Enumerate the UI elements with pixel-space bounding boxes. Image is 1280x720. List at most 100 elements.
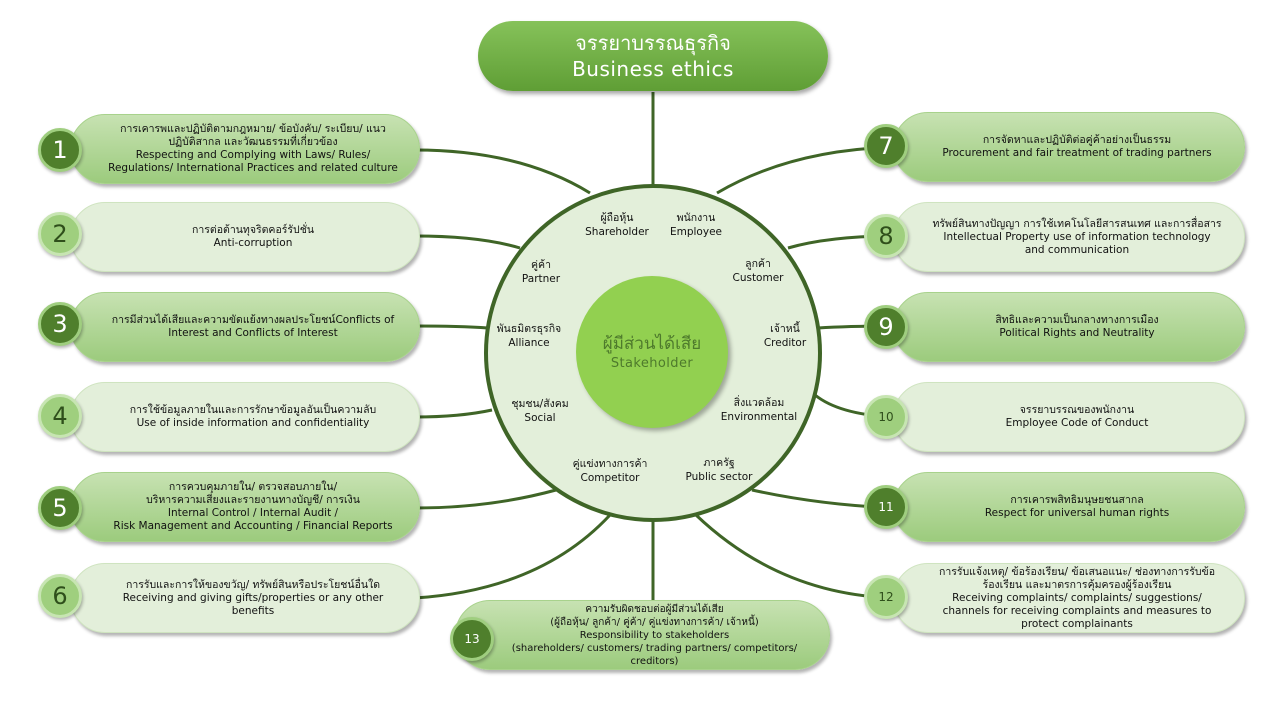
item-line: การจัดหาและปฏิบัติต่อคู่ค้าอย่างเป็นธรรม	[982, 134, 1172, 146]
ethics-item-2: การต่อต้านทุจริตคอร์รัปชั่น Anti-corrupt…	[70, 202, 420, 272]
stakeholder-environmental: สิ่งแวดล้อม Environmental	[704, 396, 814, 424]
item-line: Risk Management and Accounting / Financi…	[113, 520, 393, 532]
item-line: Internal Control / Internal Audit /	[167, 507, 339, 519]
stakeholder-thai: เจ้าหนี้	[770, 323, 800, 335]
item-line: Receiving complaints/ complaints/ sugges…	[952, 591, 1202, 604]
stakeholder-competitor: คู่แข่งทางการค้า Competitor	[555, 457, 665, 485]
ethics-item-9: สิทธิและความเป็นกลางทางการเมือง Politica…	[893, 292, 1245, 362]
connector-12	[694, 513, 896, 600]
item-number-badge: 9	[864, 305, 908, 349]
stakeholder-thai: คู่ค้า	[531, 259, 551, 271]
stakeholder-thai: ผู้ถือหุ้น	[600, 212, 634, 224]
center-english: Stakeholder	[610, 355, 694, 371]
stakeholder-english: Partner	[521, 273, 561, 285]
ethics-item-4: การใช้ข้อมูลภายในและการรักษาข้อมูลอันเป็…	[70, 382, 420, 452]
connector-1	[414, 148, 591, 195]
stakeholder-thai: คู่แข่งทางการค้า	[572, 458, 648, 470]
center-thai: ผู้มีส่วนได้เสีย	[602, 333, 702, 354]
stakeholder-creditor: เจ้าหนี้ Creditor	[730, 322, 840, 350]
item-number-badge: 12	[864, 575, 908, 619]
item-line: ปฏิบัติสากล และวัฒนธรรมที่เกี่ยวข้อง	[168, 136, 338, 148]
item-line: Responsibility to stakeholders	[579, 629, 730, 641]
stakeholder-public-sector: ภาครัฐ Public sector	[664, 456, 774, 484]
item-number-badge: 2	[38, 212, 82, 256]
item-line: การรับแจ้งเหตุ/ ข้อร้องเรียน/ ข้อเสนอแนะ…	[938, 565, 1216, 578]
item-line: Employee Code of Conduct	[1005, 417, 1149, 429]
item-line: การเคารพสิทธิมนุษยชนสากล	[1010, 494, 1144, 506]
item-line: สิทธิและความเป็นกลางทางการเมือง	[995, 314, 1159, 326]
item-line: การมีส่วนได้เสียและความขัดแย้งทางผลประโย…	[111, 314, 395, 326]
stakeholder-employee: พนักงาน Employee	[641, 211, 751, 239]
item-line: Receiving and giving gifts/properties or…	[122, 591, 384, 604]
item-line: benefits	[231, 604, 275, 617]
stakeholder-thai: สิ่งแวดล้อม	[733, 397, 785, 409]
item-number-badge: 4	[38, 394, 82, 438]
connector-6	[414, 513, 612, 600]
item-line: การควบคุมภายใน/ ตรวจสอบภายใน/	[168, 481, 338, 493]
title-thai: จรรยาบรรณธุรกิจ	[575, 31, 731, 55]
item-number-badge: 3	[38, 302, 82, 346]
stakeholder-center: ผู้มีส่วนได้เสีย Stakeholder	[576, 276, 728, 428]
stakeholder-alliance: พันธมิตรธุรกิจ Alliance	[474, 322, 584, 350]
item-line: creditors)	[630, 655, 679, 667]
item-line: การเคารพและปฏิบัติตามกฎหมาย/ ข้อบังคับ/ …	[120, 123, 386, 135]
stakeholder-english: Customer	[732, 272, 784, 284]
item-line: การใช้ข้อมูลภายในและการรักษาข้อมูลอันเป็…	[129, 404, 377, 416]
item-line: การต่อต้านทุจริตคอร์รัปชั่น	[191, 224, 315, 236]
stakeholder-english: Alliance	[508, 337, 550, 349]
item-line: ความรับผิดชอบต่อผู้มีส่วนได้เสีย	[585, 603, 724, 615]
connector-2	[414, 234, 521, 250]
item-line: Political Rights and Neutrality	[999, 327, 1155, 339]
ethics-item-5: การควบคุมภายใน/ ตรวจสอบภายใน/ บริหารความ…	[70, 472, 420, 542]
item-line: and communication	[1024, 243, 1130, 256]
item-line: Use of inside information and confidenti…	[136, 417, 370, 429]
connector-5	[414, 488, 557, 510]
item-line: Regulations/ International Practices and…	[108, 162, 398, 174]
stakeholder-english: Creditor	[763, 337, 807, 349]
connector-3	[414, 324, 489, 330]
item-line: จรรยาบรรณของพนักงาน	[1019, 404, 1135, 416]
ethics-item-8: ทรัพย์สินทางปัญญา การใช้เทคโนโลยีสารสนเท…	[893, 202, 1245, 272]
item-line: ทรัพย์สินทางปัญญา การใช้เทคโนโลยีสารสนเท…	[932, 217, 1222, 230]
item-number-badge: 10	[864, 395, 908, 439]
ethics-item-3: การมีส่วนได้เสียและความขัดแย้งทางผลประโย…	[70, 292, 420, 362]
ethics-item-1: การเคารพและปฏิบัติตามกฎหมาย/ ข้อบังคับ/ …	[70, 114, 420, 184]
stakeholder-english: Shareholder	[585, 226, 649, 238]
stakeholder-thai: ลูกค้า	[745, 258, 771, 270]
stakeholder-english: Competitor	[580, 472, 640, 484]
stakeholder-english: Employee	[669, 226, 722, 238]
item-number-badge: 8	[864, 214, 908, 258]
item-line: channels for receiving complaints and me…	[942, 604, 1212, 617]
stakeholder-customer: ลูกค้า Customer	[703, 257, 813, 285]
stakeholder-english: Environmental	[720, 411, 798, 423]
item-number-badge: 6	[38, 574, 82, 618]
item-line: Procurement and fair treatment of tradin…	[942, 147, 1212, 159]
stakeholder-english: Social	[524, 412, 556, 424]
stakeholder-thai: ชุมชน/สังคม	[511, 398, 569, 410]
ethics-item-11: การเคารพสิทธิมนุษยชนสากล Respect for uni…	[893, 472, 1245, 542]
ethics-item-12: การรับแจ้งเหตุ/ ข้อร้องเรียน/ ข้อเสนอแนะ…	[893, 563, 1245, 633]
item-number-badge: 1	[38, 128, 82, 172]
item-line: protect complainants	[1021, 617, 1133, 630]
item-line: Intellectual Property use of information…	[943, 230, 1211, 243]
item-line: Interest and Conflicts of Interest	[168, 327, 338, 339]
item-number-badge: 13	[450, 617, 494, 661]
ethics-item-6: การรับและการให้ของขวัญ/ ทรัพย์สินหรือประ…	[70, 563, 420, 633]
stakeholder-thai: ภาครัฐ	[703, 457, 735, 469]
title-box: จรรยาบรรณธุรกิจ Business ethics	[478, 21, 828, 91]
ethics-item-7: การจัดหาและปฏิบัติต่อคู่ค้าอย่างเป็นธรรม…	[893, 112, 1245, 182]
title-english: Business ethics	[572, 57, 734, 81]
connector-4	[414, 408, 493, 419]
item-number-badge: 7	[864, 124, 908, 168]
item-number-badge: 11	[864, 485, 908, 529]
item-number-badge: 5	[38, 486, 82, 530]
item-line: การรับและการให้ของขวัญ/ ทรัพย์สินหรือประ…	[125, 578, 381, 591]
item-line: Respect for universal human rights	[984, 507, 1170, 519]
item-line: Respecting and Complying with Laws/ Rule…	[135, 149, 371, 161]
stakeholder-english: Public sector	[685, 471, 753, 483]
item-line: Anti-corruption	[213, 237, 293, 249]
stakeholder-thai: พันธมิตรธุรกิจ	[496, 323, 562, 335]
item-line: (ผู้ถือหุ้น/ ลูกค้า/ คู่ค้า/ คู่แข่งทางก…	[550, 616, 759, 628]
ethics-item-13: ความรับผิดชอบต่อผู้มีส่วนได้เสีย (ผู้ถือ…	[455, 600, 830, 670]
item-line: (shareholders/ customers/ trading partne…	[511, 642, 798, 654]
